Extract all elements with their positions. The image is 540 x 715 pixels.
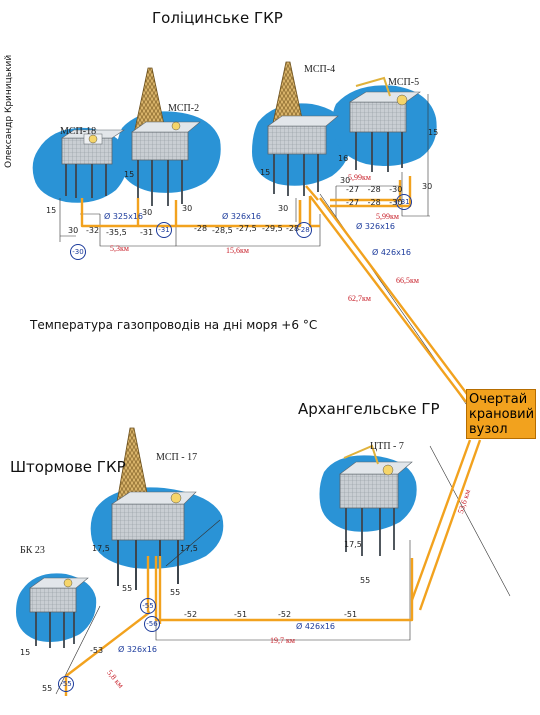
crane-node-line-1: Очертай	[469, 392, 528, 407]
temp-label: -30	[389, 198, 403, 207]
platform-msp2	[131, 67, 201, 206]
temp-label: -31	[140, 228, 154, 237]
msp5-temp-row-1: -27 -28 -30	[346, 185, 402, 194]
temp-label: -28	[367, 185, 381, 194]
height-label: 15	[124, 170, 135, 179]
platform-msp4	[267, 61, 339, 196]
temperature-note: Температура газопроводів на дні моря +6 …	[30, 318, 318, 332]
temp-label: -52	[278, 610, 292, 619]
height-label: 30	[68, 226, 79, 235]
temp-label: -28	[286, 224, 300, 233]
height-label: 55	[360, 576, 371, 585]
diameter-label: Ø 426х16	[372, 248, 412, 257]
crane-node-line-2: крановий	[469, 407, 535, 422]
temp-label: -30	[389, 185, 403, 194]
distance-label: 5,3км	[110, 244, 129, 253]
pipeline-top	[80, 176, 471, 403]
field-title-golitsyn: Голіцинське ГКР	[152, 9, 283, 27]
platform-msp17	[111, 427, 197, 590]
temp-label: -51	[344, 610, 358, 619]
height-label: 55	[170, 588, 181, 597]
platform-bk23	[29, 577, 89, 648]
temp-label: -27	[346, 185, 360, 194]
height-label: 17,5	[180, 544, 198, 553]
distance-label: 19,7 км	[270, 636, 295, 645]
temp-circle: -30	[70, 244, 86, 260]
crane-node-box: Очертай крановий вузол	[466, 389, 536, 439]
height-label: 16	[338, 154, 349, 163]
temp-label: -27,5	[236, 224, 257, 233]
height-label: 55	[122, 584, 133, 593]
temp-label: -51	[234, 610, 248, 619]
pipeline-bottom	[64, 439, 482, 696]
temp-label: -28	[367, 198, 381, 207]
field-title-arkhangelsk: Архангельське ГР	[298, 400, 440, 418]
platform-label-msp2: МСП-2	[168, 103, 200, 114]
temp-circle: -28	[296, 222, 312, 238]
distance-label: 5,99км	[376, 212, 399, 221]
field-title-shtormove: Штормове ГКР	[10, 458, 126, 476]
platform-label-msp5: МСП-5	[388, 77, 420, 88]
diameter-label: Ø 325х16	[104, 212, 144, 221]
height-label: 15	[428, 128, 439, 137]
diameter-label: Ø 326х16	[222, 212, 262, 221]
diameter-label: Ø 326х16	[118, 645, 158, 654]
distance-label: 66,5км	[396, 276, 419, 285]
temp-circle: -31	[156, 222, 172, 238]
height-label: 30	[340, 176, 351, 185]
author-label: Олександр Криницький	[4, 54, 14, 168]
temp-circle: -31	[396, 194, 412, 210]
msp5-temp-row-2: -27 -28 -30	[346, 198, 402, 207]
height-label: 55	[42, 684, 53, 693]
height-label: 15	[260, 168, 271, 177]
temp-label: -29,5	[262, 224, 283, 233]
temp-label: -27	[346, 198, 360, 207]
platform-ctp7	[339, 444, 413, 556]
temp-label: -28	[194, 224, 208, 233]
temp-label: -32	[86, 226, 100, 235]
height-label: 30	[142, 208, 153, 217]
height-label: 15	[20, 648, 31, 657]
temp-label: -53	[90, 646, 104, 655]
temp-label: -52	[184, 610, 198, 619]
height-label: 17,5	[344, 540, 362, 549]
height-label: 30	[182, 204, 193, 213]
height-label: 30	[278, 204, 289, 213]
height-label: 17,5	[92, 544, 110, 553]
platform-label-msp18: МСП-18	[60, 126, 97, 137]
platform-label-msp17: МСП - 17	[156, 452, 198, 463]
temp-label: -28,5	[212, 226, 233, 235]
diameter-label: Ø 426х16	[296, 622, 336, 631]
platform-msp18	[61, 129, 125, 198]
platform-label-msp4: МСП-4	[304, 64, 336, 75]
distance-label: 62,7км	[348, 294, 371, 303]
platform-label-ctp7: ЦТП - 7	[370, 441, 404, 452]
temp-circle: -55	[140, 598, 156, 614]
height-label: 30	[422, 182, 433, 191]
temp-label: -35,5	[106, 228, 127, 237]
distance-label: 15,6км	[226, 246, 249, 255]
temp-circle: -55	[58, 676, 74, 692]
diameter-label: Ø 326х16	[356, 222, 396, 231]
distance-label: 5,99км	[348, 173, 371, 182]
crane-node-line-3: вузол	[469, 422, 508, 437]
platform-msp5	[348, 76, 421, 172]
platform-label-bk23: БК 23	[20, 545, 45, 556]
temp-circle: -56	[144, 616, 160, 632]
height-label: 15	[46, 206, 57, 215]
